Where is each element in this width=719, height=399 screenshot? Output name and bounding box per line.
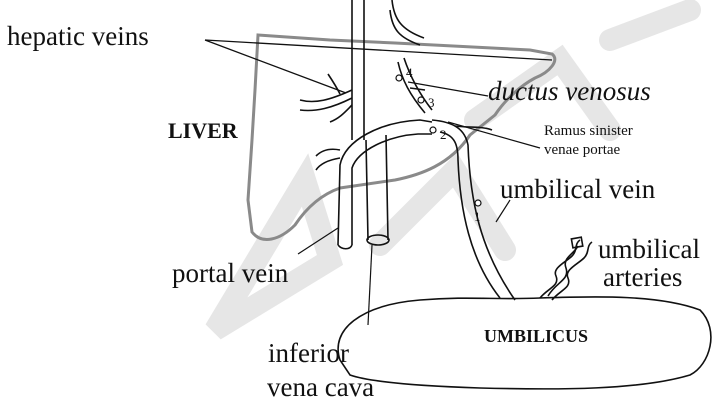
marker-1: 1 xyxy=(474,210,481,223)
label-ductus-venosus: ductus venosus xyxy=(488,78,651,105)
label-umbilicus: UMBILICUS xyxy=(484,327,588,345)
liver-outline xyxy=(248,35,555,239)
label-hepatic-veins: hepatic veins xyxy=(7,23,149,50)
label-liver: LIVER xyxy=(168,120,238,142)
label-portal-vein: portal vein xyxy=(172,260,288,287)
label-ramus-line2: venae portae xyxy=(544,142,620,159)
ivc-tube xyxy=(366,135,389,245)
label-ivc-line2: vena cava xyxy=(267,374,374,399)
label-umbilical-arteries-line1: umbilical xyxy=(598,236,700,263)
label-ramus-line1: Ramus sinister xyxy=(544,123,633,140)
marker-circles xyxy=(396,75,481,206)
umbilical-arteries-vessel xyxy=(540,237,592,300)
label-ivc-line1: inferior xyxy=(268,340,349,367)
label-umbilical-vein: umbilical vein xyxy=(500,176,655,203)
label-umbilical-arteries-line2: arteries xyxy=(603,264,682,291)
marker-2: 2 xyxy=(440,128,447,141)
hepatic-veins-leader-2 xyxy=(205,40,346,93)
marker-3: 3 xyxy=(428,96,435,109)
marker-4: 4 xyxy=(406,66,413,79)
